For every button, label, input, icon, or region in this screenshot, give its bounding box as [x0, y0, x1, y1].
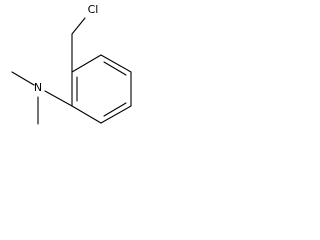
- nitrogen-methyl-bond-upper: [11, 71, 35, 86]
- chemical-structure: Cl N: [11, 3, 132, 125]
- ring-bond-6: [71, 54, 102, 73]
- ring-double-bond-inner-1: [103, 61, 127, 76]
- ring-double-bond-inner-2: [103, 102, 127, 117]
- ring-bond-3: [100, 105, 132, 124]
- nitrogen-atom-label: N: [34, 81, 42, 94]
- aryl-nitrogen-bond: [44, 90, 73, 107]
- chlorine-atom-label: Cl: [88, 3, 99, 16]
- carbon-chlorine-bond: [71, 17, 86, 35]
- ring-bond-4: [71, 105, 102, 124]
- ring-bond-1: [100, 54, 132, 73]
